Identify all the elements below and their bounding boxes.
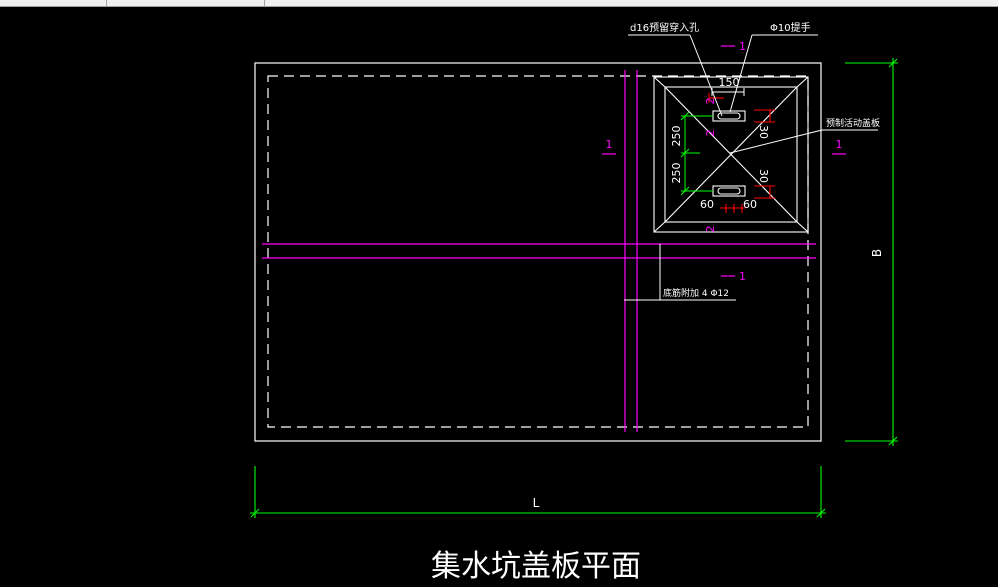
section-lines	[262, 70, 816, 432]
inner-dashed-wall	[267, 75, 809, 428]
drawing-title: 集水坑盖板平面	[431, 549, 641, 584]
dim-label-60-left: 60	[700, 198, 714, 211]
dim-B-label: B	[870, 249, 884, 257]
toolbar-divider	[264, 0, 265, 6]
callout-handle-label: Φ10提手	[770, 21, 811, 34]
dim-label-150: 150	[719, 76, 740, 89]
dim-label-30-top: 30	[757, 125, 770, 139]
dim-L-label: L	[533, 496, 540, 510]
dim-150	[711, 88, 745, 96]
red-detail-marks	[708, 93, 775, 213]
callout-plate-label: 预制活动盖板	[826, 117, 880, 129]
handle-bottom	[712, 185, 746, 197]
dim-L	[250, 466, 826, 518]
callout-rebar-label: 底筋附加 4 Φ12	[663, 287, 729, 299]
outer-cover-outline	[254, 62, 822, 442]
handle-top	[712, 110, 746, 122]
callout-leaders	[624, 34, 878, 301]
section-mark-1-top: 1	[739, 40, 746, 53]
section-mark-1-mid: 1	[739, 270, 746, 283]
detail-mark-2-mid: 2	[704, 130, 717, 137]
window-top-strip	[0, 0, 998, 7]
precast-cover-plate	[653, 76, 809, 233]
dim-label-250-top: 250	[670, 126, 683, 147]
dim-label-30-bottom: 30	[757, 169, 770, 183]
callout-hole-label: d16预留穿入孔	[630, 21, 699, 34]
section-mark-ticks	[602, 45, 846, 277]
dim-label-60-right: 60	[743, 198, 757, 211]
dim-label-250-bottom: 250	[670, 163, 683, 184]
detail-mark-2-top: 2	[704, 98, 717, 105]
dim-250-vertical	[680, 111, 713, 196]
dim-B	[845, 58, 898, 446]
toolbar-divider	[106, 0, 107, 6]
section-mark-1-left: 1	[606, 138, 613, 151]
detail-mark-2-bottom: 2	[704, 226, 717, 233]
section-mark-1-right: 1	[836, 138, 843, 151]
